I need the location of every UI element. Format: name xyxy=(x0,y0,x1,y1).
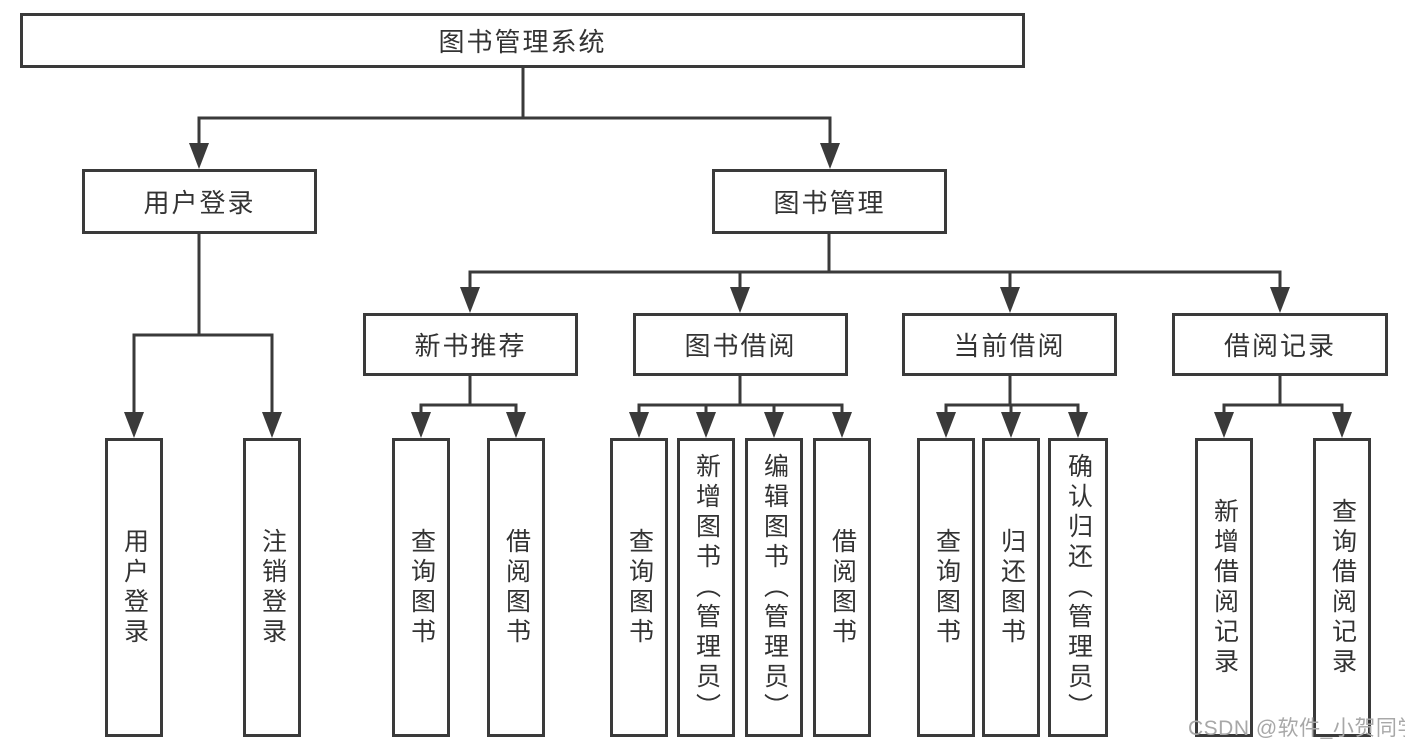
node-leaf-query-borrow-record: 查询借阅记录 xyxy=(1313,438,1371,737)
node-leaf-borrow-books-2: 借阅图书 xyxy=(813,438,871,737)
node-leaf-add-borrow-record: 新增借阅记录 xyxy=(1195,438,1253,737)
connector-user-login-split xyxy=(132,234,274,415)
node-borrowing-records: 借阅记录 xyxy=(1172,313,1388,376)
node-label: 查询借阅记录 xyxy=(1328,497,1357,678)
node-label: 查询图书 xyxy=(407,527,436,648)
node-label: 查询图书 xyxy=(932,527,961,648)
node-label: 借阅图书 xyxy=(502,527,531,648)
node-label: 新增借阅记录 xyxy=(1210,497,1239,678)
node-leaf-add-books-admin: 新增图书（管理员） xyxy=(677,438,735,737)
node-new-book-recommendation: 新书推荐 xyxy=(363,313,578,376)
csdn-watermark: CSDN @软件_小贺同学 xyxy=(1188,717,1405,740)
connector-current-borrow-split xyxy=(944,376,1080,415)
node-label: 图书借阅 xyxy=(684,331,797,361)
connector-root-split xyxy=(197,68,832,146)
connector-book-borrow-split xyxy=(637,376,844,415)
node-label: 新书推荐 xyxy=(414,331,527,361)
node-leaf-user-login: 用户登录 xyxy=(105,438,163,737)
node-label: 编辑图书（管理员） xyxy=(760,452,789,723)
node-book-borrowing: 图书借阅 xyxy=(633,313,848,376)
node-leaf-edit-books-admin: 编辑图书（管理员） xyxy=(745,438,803,737)
node-leaf-borrow-books-1: 借阅图书 xyxy=(487,438,545,737)
node-library-management-system: 图书管理系统 xyxy=(20,13,1025,68)
node-label: 图书管理系统 xyxy=(438,27,607,57)
node-current-borrowing: 当前借阅 xyxy=(902,313,1117,376)
node-label: 归还图书 xyxy=(997,527,1026,648)
node-label: 确认归还（管理员） xyxy=(1064,452,1093,723)
node-leaf-query-books-1: 查询图书 xyxy=(392,438,450,737)
node-leaf-query-books-3: 查询图书 xyxy=(917,438,975,737)
node-label: 查询图书 xyxy=(625,527,654,648)
node-label: 当前借阅 xyxy=(953,331,1066,361)
node-label: 借阅图书 xyxy=(828,527,857,648)
node-leaf-logout: 注销登录 xyxy=(243,438,301,737)
arrowheads xyxy=(124,143,1352,438)
connector-book-management-split xyxy=(468,234,1282,290)
node-label: 图书管理 xyxy=(773,188,886,218)
connector-borrow-records-split xyxy=(1222,376,1344,415)
node-book-management: 图书管理 xyxy=(712,169,947,234)
node-label: 注销登录 xyxy=(258,527,287,648)
node-label: 借阅记录 xyxy=(1223,331,1336,361)
node-label: 用户登录 xyxy=(143,188,256,218)
node-leaf-return-books: 归还图书 xyxy=(982,438,1040,737)
connector-new-book-split xyxy=(419,376,518,415)
node-label: 新增图书（管理员） xyxy=(692,452,721,723)
node-user-login: 用户登录 xyxy=(82,169,317,234)
node-label: 用户登录 xyxy=(120,527,149,648)
node-leaf-confirm-return-admin: 确认归还（管理员） xyxy=(1048,438,1108,737)
node-leaf-query-books-2: 查询图书 xyxy=(610,438,668,737)
